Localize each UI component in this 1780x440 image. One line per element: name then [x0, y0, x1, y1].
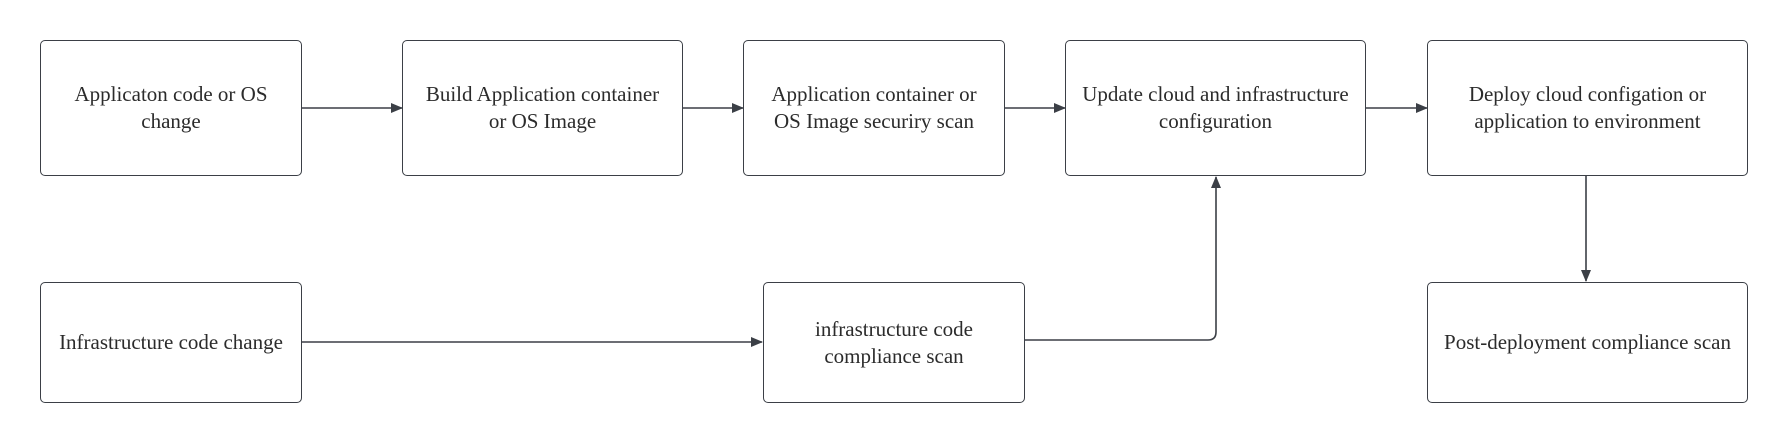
node-infra-scan: infrastructure code compliance scan [763, 282, 1025, 403]
node-app-code-change: Applicaton code or OS change [40, 40, 302, 176]
node-update-config-label: Update cloud and infrastructure configur… [1082, 82, 1349, 133]
node-infra-code-change-label: Infrastructure code change [59, 330, 283, 354]
edge-infra-scan-to-update [1025, 176, 1221, 341]
node-app-code-change-label: Applicaton code or OS change [74, 82, 268, 133]
node-deploy: Deploy cloud configation or application … [1427, 40, 1748, 176]
node-infra-scan-label: infrastructure code compliance scan [814, 316, 973, 368]
node-deploy-label: Deploy cloud configation or application … [1468, 82, 1707, 133]
node-infra-code-change: Infrastructure code change [40, 282, 302, 403]
node-build-container: Build Application container or OS Image [402, 40, 683, 176]
node-post-deploy-scan-label: Post-deployment compliance scan [1444, 330, 1731, 354]
node-update-config: Update cloud and infrastructure configur… [1065, 40, 1366, 176]
node-build-container-label: Build Application container or OS Image [425, 82, 660, 133]
node-container-scan-label: Application container or OS Image securi… [771, 82, 977, 133]
node-container-scan: Application container or OS Image securi… [743, 40, 1005, 176]
node-post-deploy-scan: Post-deployment compliance scan [1427, 282, 1748, 403]
